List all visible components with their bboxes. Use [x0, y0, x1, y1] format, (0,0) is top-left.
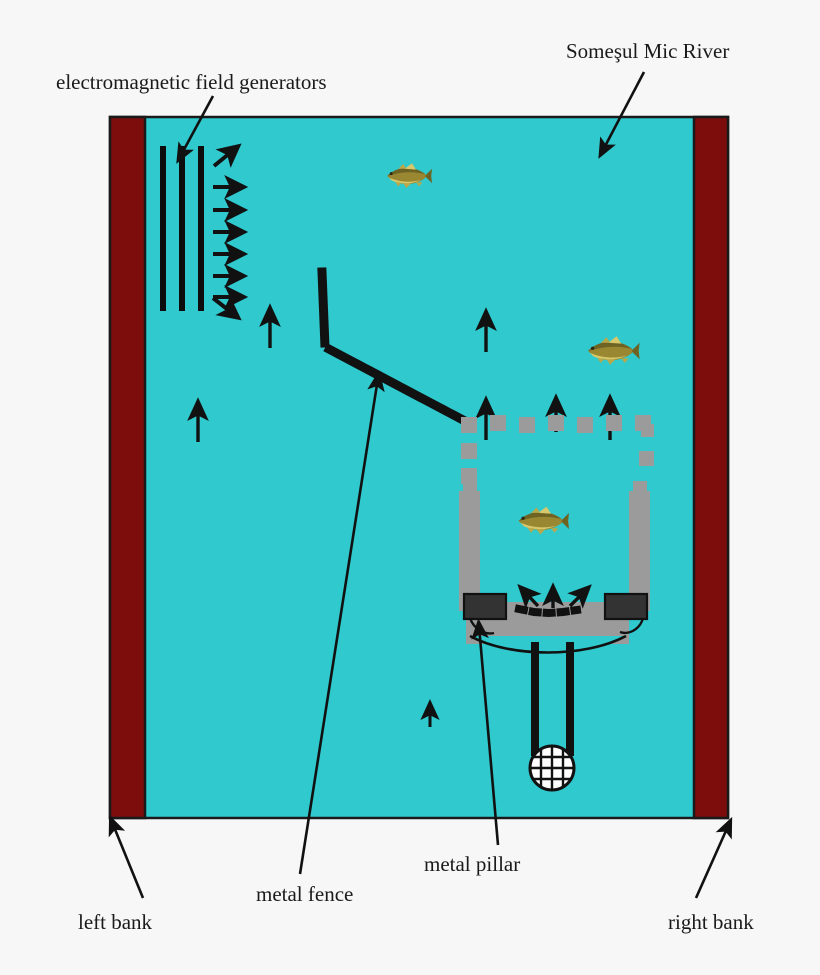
metal-fence-leader-line: [298, 370, 385, 875]
field-arrow-1: [212, 143, 242, 168]
enclosure-square: [519, 417, 535, 433]
label-left-bank: left bank: [78, 910, 153, 934]
metal-fence-line: [317, 267, 470, 427]
escape-arrow-right: [567, 584, 592, 609]
left-metal-pillar-cap: [463, 481, 477, 501]
field-arrows: [211, 143, 249, 321]
enclosure-square: [461, 468, 477, 484]
gray-dashed-enclosure: [461, 415, 654, 484]
enclosure-square: [548, 415, 564, 431]
enclosure-square: [606, 415, 622, 431]
enclosure-square: [641, 424, 654, 437]
river-body: [108, 115, 730, 820]
generators-leader-line: [176, 95, 215, 164]
enclosure-square: [577, 417, 593, 433]
right-trap-device: [603, 592, 649, 621]
label-metal-fence: metal fence: [256, 882, 353, 906]
left-bank-leader-line: [108, 814, 145, 899]
trap-mouth-dotted: [514, 604, 582, 618]
net-throat: [531, 642, 574, 756]
enclosure-square: [461, 443, 477, 459]
left-bank-strip: [108, 115, 147, 820]
enclosure-square: [490, 415, 506, 431]
metal-pillar-leader-line: [471, 618, 500, 846]
right-bank-leader-line: [694, 816, 733, 899]
right-device-cable: [619, 617, 645, 634]
left-metal-pillar: [459, 491, 480, 611]
river-leader-line: [598, 71, 646, 159]
escape-arrow-left: [517, 584, 542, 609]
net-bag-mesh: [531, 747, 573, 789]
leader-lines: [108, 71, 733, 899]
right-metal-pillar: [629, 491, 650, 611]
enclosure-square: [461, 417, 477, 433]
electromagnetic-field-generators: [160, 143, 249, 321]
trap-platform-curve: [469, 634, 627, 654]
net-bag: [528, 744, 576, 792]
trap-escape-arrows: [517, 582, 592, 609]
label-right-bank: right bank: [668, 910, 754, 934]
trap-pillars: [459, 481, 650, 611]
right-bank-strip: [692, 115, 730, 820]
label-electromagnetic-field-generators: electromagnetic field generators: [56, 70, 327, 94]
enclosure-square: [639, 451, 654, 466]
right-metal-pillar-cap: [633, 481, 647, 501]
label-metal-pillar: metal pillar: [424, 852, 520, 876]
left-trap-device: [462, 592, 508, 621]
trap-devices: [462, 592, 649, 635]
field-arrow-8: [211, 296, 242, 321]
label-river-name: Someşul Mic River: [566, 39, 729, 63]
